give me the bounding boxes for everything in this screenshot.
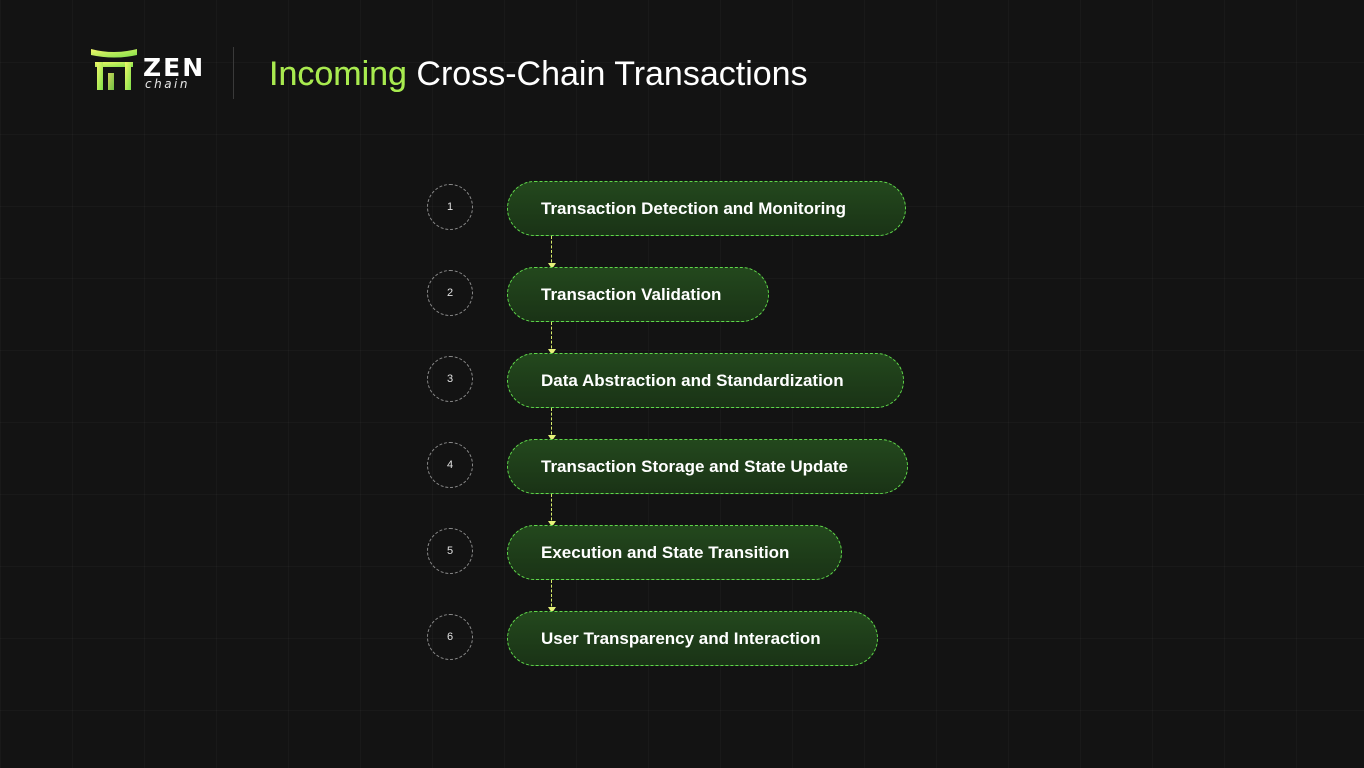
step-number-4: 4 [427,442,473,488]
connector-arrow-4-5 [548,521,556,527]
step-pill-3[interactable]: Data Abstraction and Standardization [507,353,904,408]
zenchain-logo[interactable]: ZEN chain [90,46,206,94]
step-pill-2[interactable]: Transaction Validation [507,267,769,322]
step-number-5: 5 [427,528,473,574]
step-pill-4[interactable]: Transaction Storage and State Update [507,439,908,494]
connector-3-4 [551,408,553,439]
connector-5-6 [551,580,553,611]
header: ZEN chain Incoming Cross-Chain Transacti… [0,0,1364,140]
connector-arrow-3-4 [548,435,556,441]
page-title-accent: Incoming [269,55,407,93]
connector-arrow-5-6 [548,607,556,613]
page-title-rest: Cross-Chain Transactions [406,55,808,93]
logo-subtext: chain [145,77,190,91]
connector-1-2 [551,236,553,267]
step-pill-5[interactable]: Execution and State Transition [507,525,842,580]
connector-2-3 [551,322,553,353]
step-number-3: 3 [427,356,473,402]
step-pill-6[interactable]: User Transparency and Interaction [507,611,878,666]
connector-arrow-2-3 [548,349,556,355]
page-title: Incoming Cross-Chain Transactions [269,52,808,96]
step-number-2: 2 [427,270,473,316]
step-number-6: 6 [427,614,473,660]
connector-4-5 [551,494,553,525]
header-divider [233,47,234,99]
logo-wordmark: ZEN [143,53,206,82]
connector-arrow-1-2 [548,263,556,269]
torii-gate-icon [91,49,137,90]
step-pill-1[interactable]: Transaction Detection and Monitoring [507,181,906,236]
step-number-1: 1 [427,184,473,230]
